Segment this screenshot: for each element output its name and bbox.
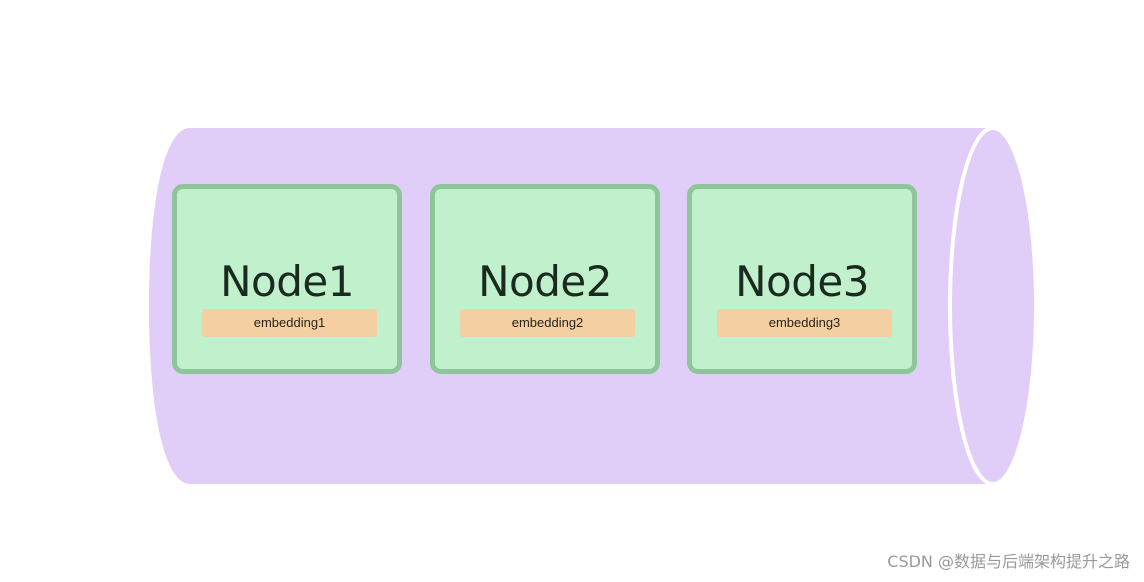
watermark-text: CSDN @数据与后端架构提升之路 (887, 552, 1130, 571)
embedding-label: embedding1 (202, 309, 377, 337)
node-card-2: Node2 embedding2 (430, 184, 660, 374)
node-card-1: Node1 embedding1 (172, 184, 402, 374)
embedding-label: embedding3 (717, 309, 892, 337)
node-title: Node2 (478, 257, 612, 306)
node-title: Node3 (735, 257, 869, 306)
embedding-label: embedding2 (460, 309, 635, 337)
node-card-3: Node3 embedding3 (687, 184, 917, 374)
node-title: Node1 (220, 257, 354, 306)
cylinder-end-cap (948, 126, 1038, 486)
